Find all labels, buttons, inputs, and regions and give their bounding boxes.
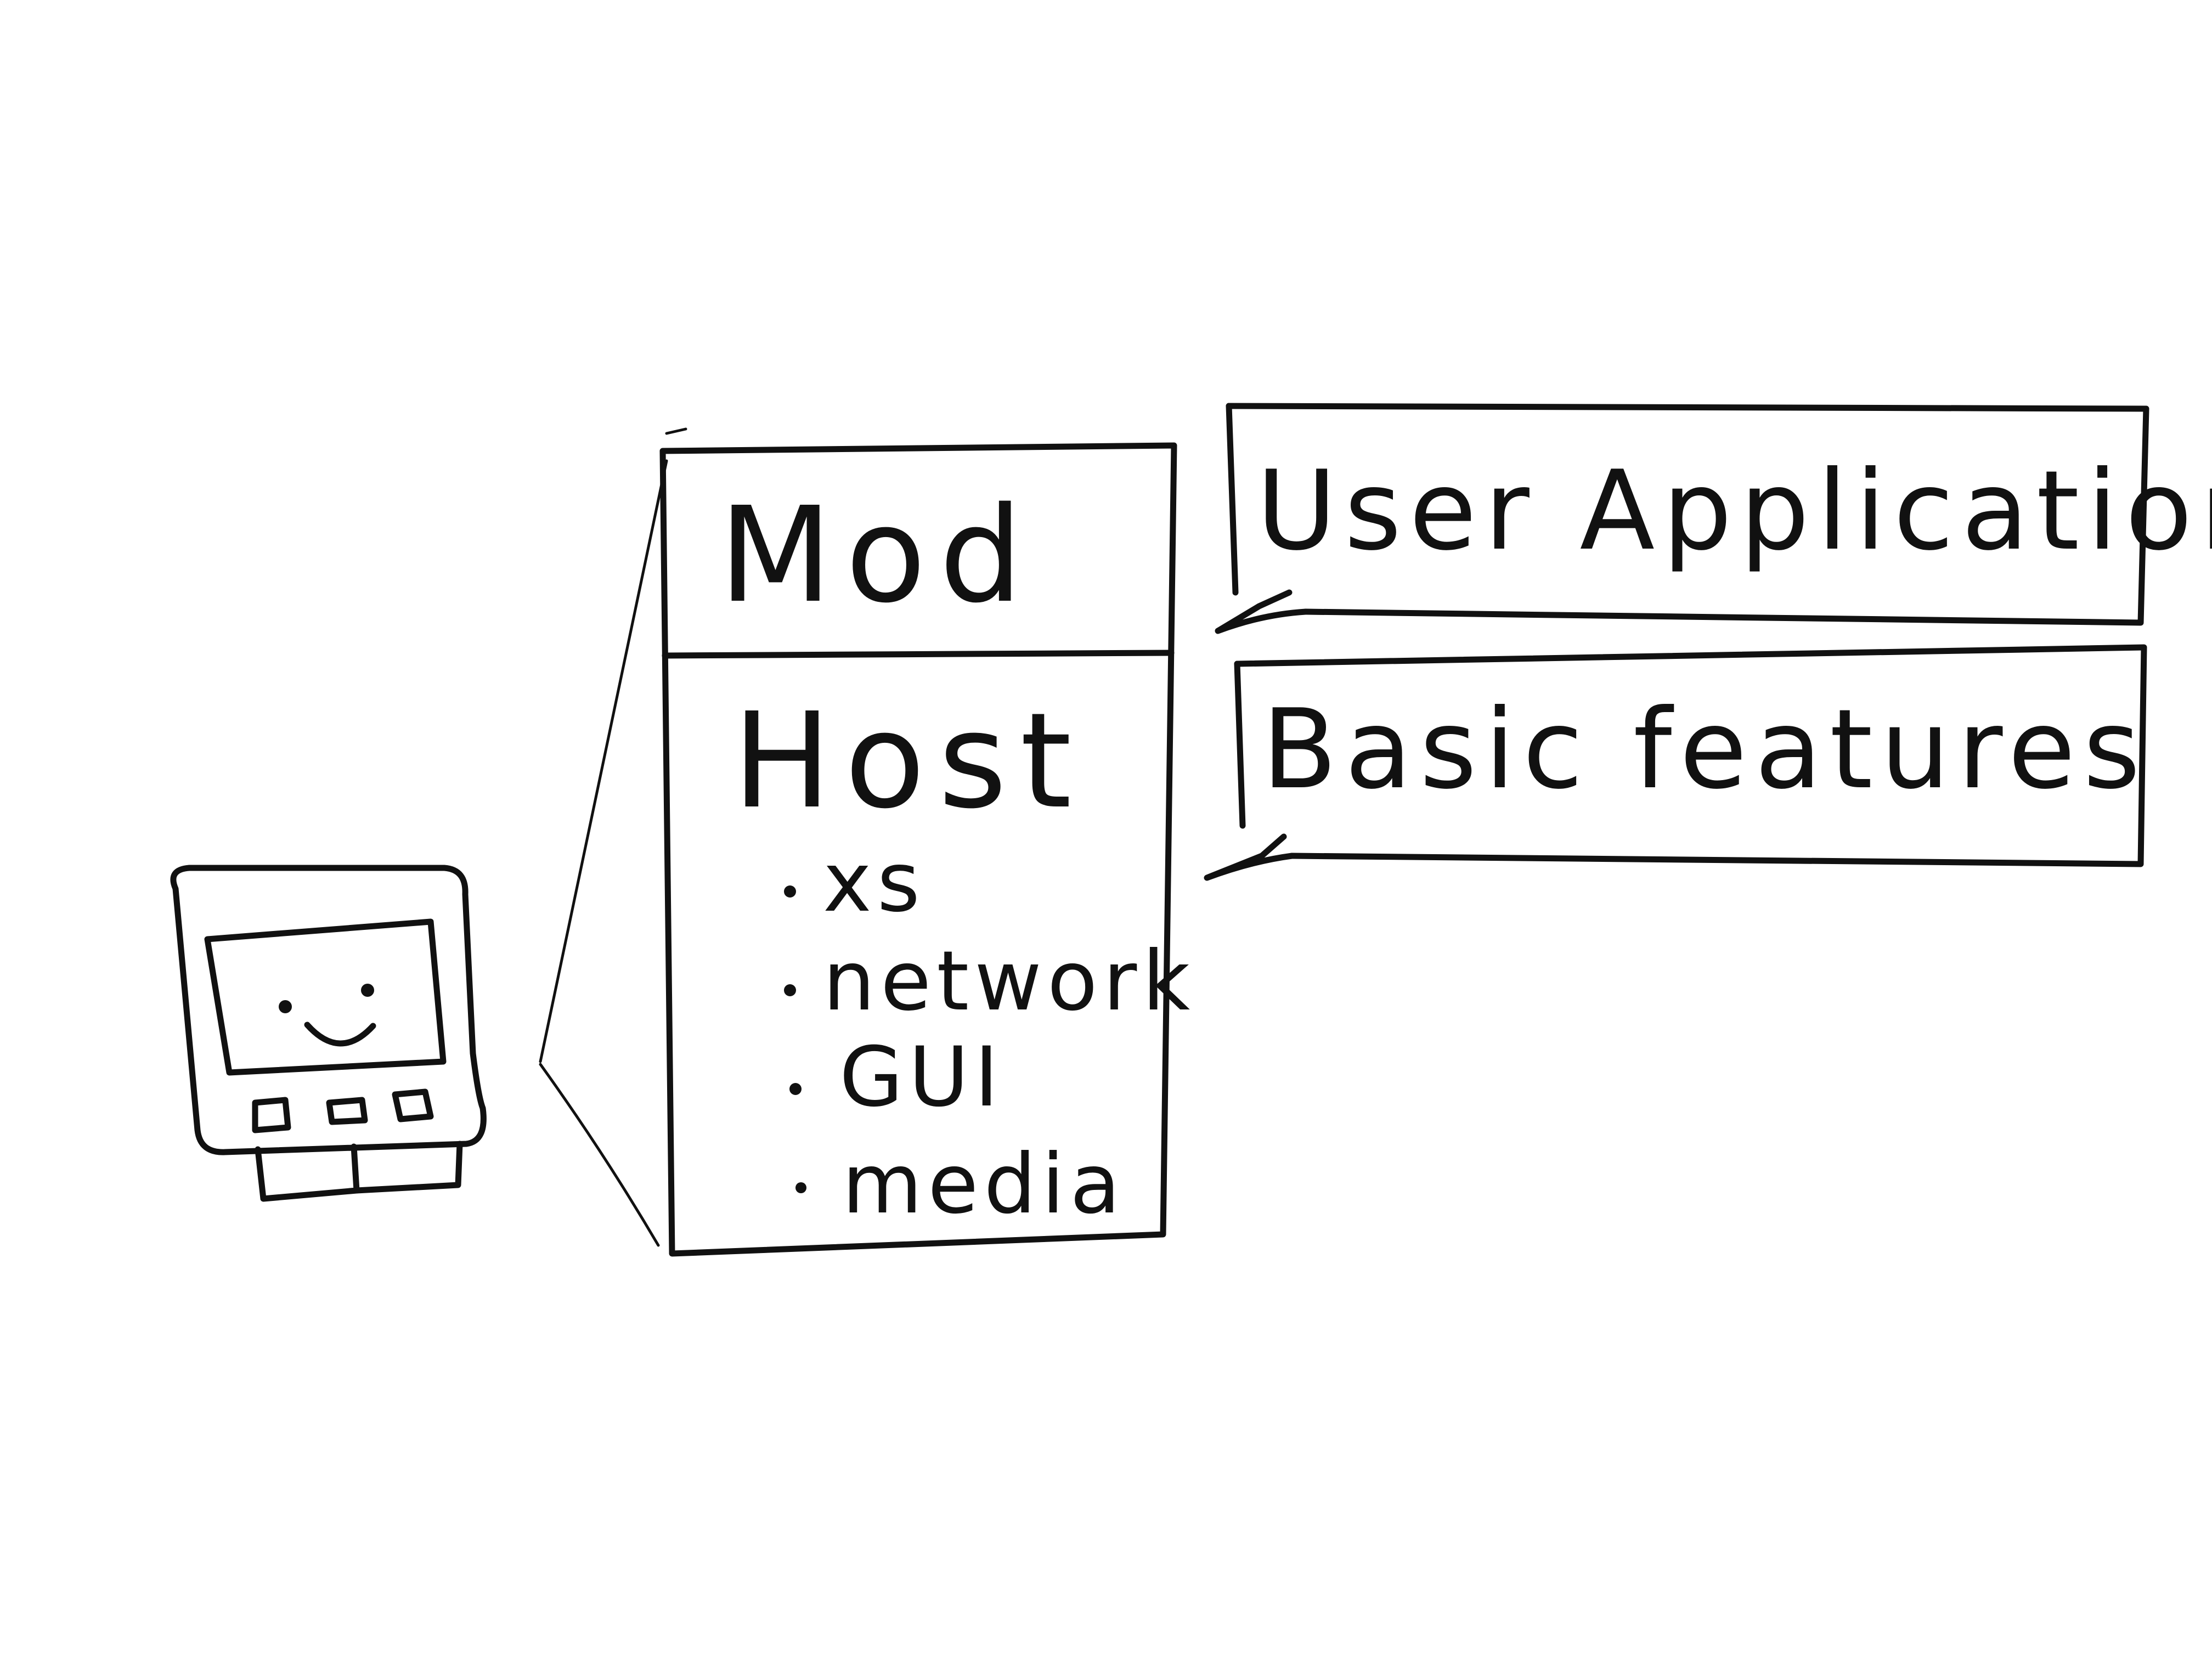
- device-screen: [204, 918, 447, 1076]
- smiley-mouth: [304, 1022, 376, 1047]
- callout-pointer: [1215, 589, 1309, 634]
- bullet-icon: [795, 1182, 806, 1193]
- bullet-icon: [784, 885, 796, 898]
- callout-pointer: [1204, 833, 1295, 881]
- device-button-2: [326, 1097, 368, 1125]
- device-button-1: [252, 1097, 291, 1133]
- stack-box: [659, 427, 1177, 1257]
- callout-user-application: User Application: [1215, 403, 2212, 634]
- device-button-3: [392, 1088, 434, 1122]
- callout-label: User Application: [1256, 447, 2212, 575]
- host-item-list: xs network GUI media: [784, 835, 1195, 1232]
- host-item-network: network: [823, 934, 1195, 1029]
- smiley-right-eye: [361, 984, 374, 997]
- device-leg-right: [353, 1141, 463, 1194]
- host-item-media: media: [842, 1137, 1126, 1232]
- host-item-gui: GUI: [839, 1030, 1004, 1125]
- bullet-icon: [784, 984, 796, 996]
- host-item-xs: xs: [823, 835, 926, 930]
- stack-divider: [662, 650, 1175, 659]
- zoom-line-bottom: [539, 1063, 660, 1247]
- mod-label: Mod: [719, 478, 1036, 632]
- smiley-left-eye: [279, 1000, 292, 1013]
- device-icon: [170, 865, 487, 1202]
- zoom-line-top: [539, 459, 668, 1063]
- bullet-icon: [789, 1083, 802, 1095]
- callout-label: Basic features: [1262, 686, 2148, 814]
- callout-basic-features: Basic features: [1204, 644, 2148, 881]
- device-leg-left: [255, 1143, 360, 1202]
- host-label: Host: [732, 684, 1085, 838]
